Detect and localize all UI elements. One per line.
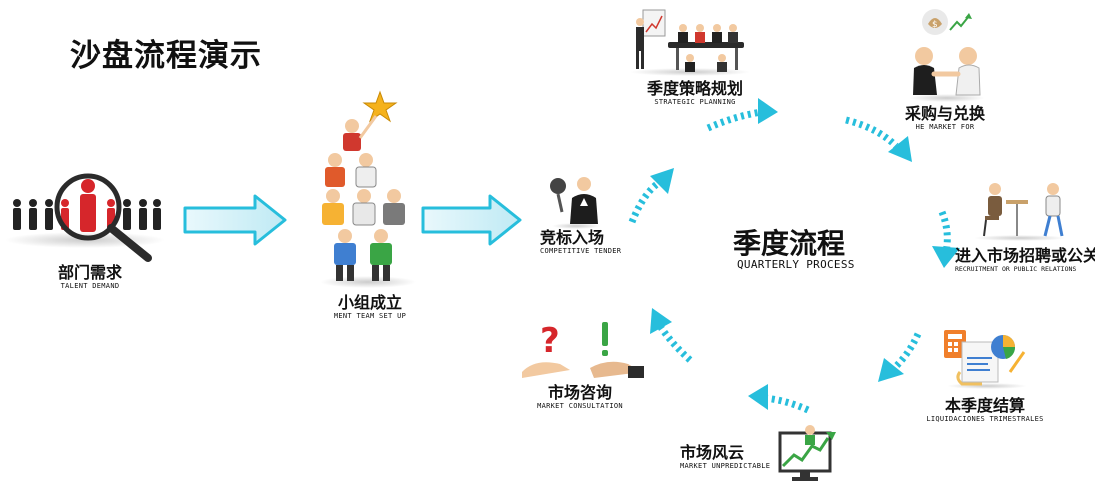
node-talent-demand: 部门需求 TALENT DEMAND (30, 263, 150, 291)
node-label-zh: 市场咨询 (547, 383, 612, 402)
rising-chart-monitor-icon (778, 425, 836, 481)
node-label-zh: 季度策略规划 (646, 79, 743, 98)
node-label-zh: 进入市场招聘或公关 (955, 246, 1095, 265)
human-pyramid-icon (320, 90, 416, 288)
page-title: 沙盘流程演示 (70, 38, 262, 74)
arrow-volatility-to-consultation (763, 394, 810, 414)
node-recruitment: 进入市场招聘或公关 RECRUITMENT OR PUBLIC RELATION… (955, 246, 1095, 274)
node-label-en: RECRUITMENT OR PUBLIC RELATIONS (955, 265, 1077, 273)
node-label-zh: 小组成立 (337, 293, 402, 312)
node-team-setup: 小组成立 MENT TEAM SET UP (310, 293, 430, 321)
arrow-recruitment-to-settlement (938, 210, 951, 253)
node-label-en: HE MARKET FOR (915, 123, 975, 131)
question-exclamation-hands-icon: ? (522, 321, 644, 378)
node-market-consultation: 市场咨询 MARKET CONSULTATION (525, 383, 635, 411)
meeting-presentation-icon (630, 9, 750, 76)
node-label-en: STRATEGIC PLANNING (654, 98, 736, 106)
node-quarter-settlement: 本季度结算 LIQUIDACIONES TRIMESTRALES (920, 396, 1050, 424)
auction-gavel-icon (550, 177, 600, 229)
arrow-settlement-to-volatility (889, 332, 922, 373)
node-label-en: LIQUIDACIONES TRIMESTRALES (926, 415, 1044, 423)
handshake-money-icon: $ (909, 9, 985, 102)
node-label-zh: 本季度结算 (944, 396, 1025, 415)
arrow-demand-to-team (183, 194, 287, 246)
node-label-en: COMPETITIVE TENDER (540, 247, 622, 255)
svg-text:?: ? (540, 321, 560, 361)
arrow-tender-to-planning (628, 179, 663, 224)
node-label-en: MENT TEAM SET UP (333, 312, 407, 320)
node-market-volatility: 市场风云 MARKET UNPREDICTABLE (680, 443, 790, 471)
node-label-zh: 采购与兑换 (904, 104, 985, 123)
interview-icon (974, 183, 1066, 241)
node-label-zh: 部门需求 (57, 263, 122, 282)
node-competitive-tender: 竞标入场 COMPETITIVE TENDER (540, 228, 630, 256)
node-label-en: MARKET CONSULTATION (537, 402, 623, 410)
center-title: 季度流程 (733, 227, 846, 260)
arrow-planning-to-purchase (706, 108, 763, 132)
node-strategic-planning: 季度策略规划 STRATEGIC PLANNING (630, 79, 760, 107)
node-label-zh: 市场风云 (680, 443, 745, 462)
node-label-zh: 竞标入场 (540, 228, 605, 247)
arrow-team-to-tender (421, 194, 522, 246)
svg-text:$: $ (932, 20, 938, 30)
arrow-purchase-to-recruitment (845, 116, 899, 149)
arrow-consultation-to-tender (657, 324, 693, 363)
center-subtitle: QUARTERLY PROCESS (737, 258, 855, 271)
node-label-en: MARKET UNPREDICTABLE (680, 462, 771, 470)
node-purchase-exchange: 采购与兑换 HE MARKET FOR (890, 104, 1000, 132)
cycle-arrowheads (650, 98, 960, 410)
accounting-documents-icon (944, 330, 1027, 389)
magnifier-crowd-icon (5, 173, 165, 262)
node-label-en: TALENT DEMAND (60, 282, 120, 290)
